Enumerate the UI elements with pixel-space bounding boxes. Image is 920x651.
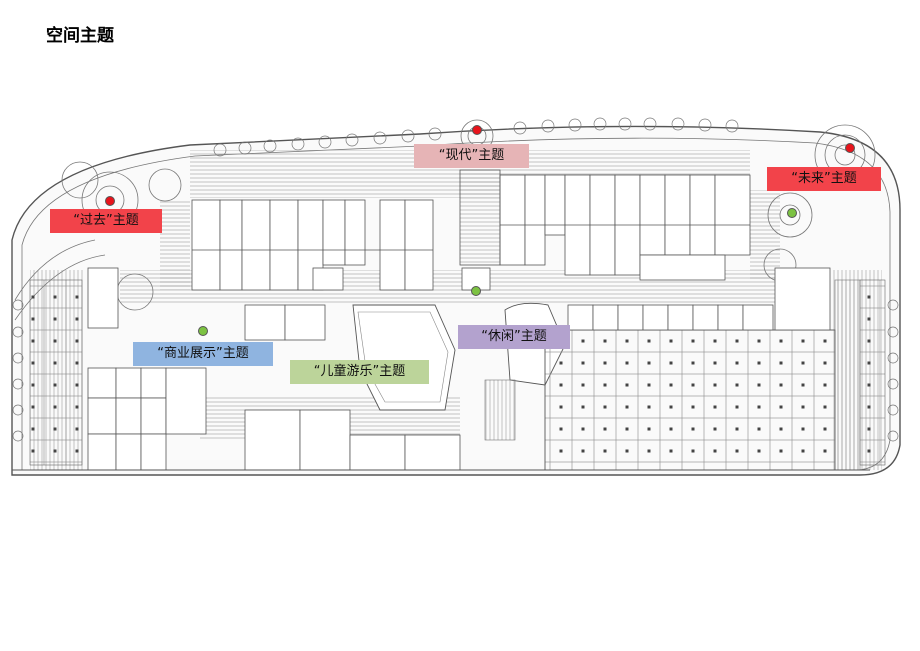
marker-future-green-dot (787, 208, 797, 218)
theme-commerce-label: “商业展示”主题 (133, 342, 273, 366)
facade-trees (12, 117, 899, 442)
shops-left (87, 267, 461, 471)
shops-right-top (567, 267, 831, 331)
theme-future-label: “未来”主题 (767, 167, 881, 191)
marker-commerce-green-dot (198, 326, 208, 336)
marker-center-green-dot (471, 286, 481, 296)
marker-future-dot (845, 143, 855, 153)
marker-modern-dot (472, 125, 482, 135)
theme-modern-label: “现代”主题 (414, 144, 529, 168)
shops-upper-right (499, 174, 751, 281)
shops-upper-left (191, 199, 434, 291)
anchor-store (544, 329, 836, 471)
page-title: 空间主题 (46, 26, 114, 46)
marker-past-dot (105, 196, 115, 206)
lower-left-grid (29, 279, 83, 466)
theme-past-label: “过去”主题 (50, 209, 162, 233)
theme-leisure-label: “休闲”主题 (458, 325, 570, 349)
theme-children-label: “儿童游乐”主题 (290, 360, 429, 384)
